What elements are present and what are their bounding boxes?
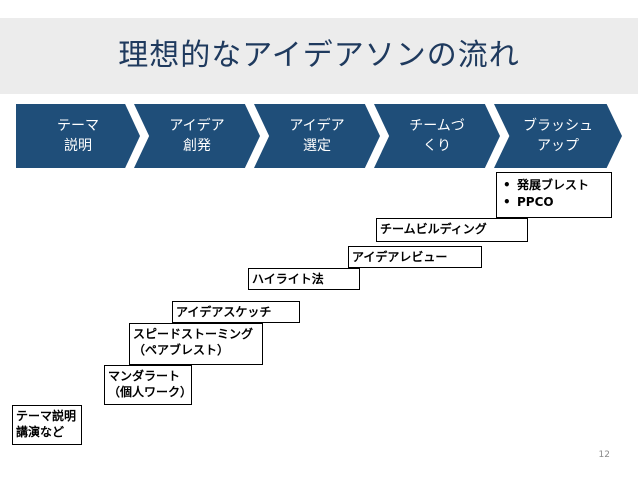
step-label-line1: アイデアスケッチ (176, 305, 272, 319)
step-label-line2: （ペアブレスト） (133, 343, 230, 357)
bullet-text: 発展ブレスト (517, 178, 590, 192)
chevron-label-line1: チームづ (409, 118, 465, 134)
page-number: 12 (598, 450, 610, 460)
chevron-label-line2: くり (423, 138, 451, 154)
step-label-line2: （個人ワーク） (108, 385, 193, 399)
bullet-marker: • (503, 195, 511, 209)
chevron-theme-explanation: テーマ 説明 (16, 104, 140, 168)
step-speed-storming: スピードストーミング （ペアブレスト） (129, 323, 263, 365)
step-idea-review: アイデアレビュー (348, 246, 482, 268)
step-theme-explanation: テーマ説明 講演など (12, 405, 82, 445)
bullet-text: PPCO (517, 195, 554, 209)
step-label-line1: マンダラート (108, 369, 181, 383)
chevron-label-line2: 選定 (303, 138, 331, 154)
step-team-building: チームビルディング (376, 218, 528, 242)
slide-title: 理想的なアイデアソンの流れ (118, 38, 520, 73)
step-label-line1: アイデアレビュー (352, 250, 448, 264)
chevron-label-line1: テーマ (57, 118, 99, 134)
chevron-label-line2: 説明 (64, 138, 92, 154)
chevron-team-building: チームづ くり (374, 104, 500, 168)
title-band: 理想的なアイデアソンの流れ (0, 18, 638, 94)
step-highlight-method: ハイライト法 (248, 268, 360, 290)
step-idea-sketch: アイデアスケッチ (172, 301, 300, 323)
step-label-line1: ハイライト法 (252, 272, 324, 286)
step-mandalart: マンダラート （個人ワーク） (104, 365, 192, 405)
bullet-item: • 発展ブレスト (503, 177, 605, 194)
bullet-marker: • (503, 178, 511, 192)
chevron-idea-selection: アイデア 選定 (254, 104, 380, 168)
step-label-line1: チームビルディング (380, 222, 487, 236)
chevron-label-line1: アイデア (169, 118, 225, 134)
chevron-label-line2: アップ (537, 138, 579, 154)
chevron-label-line1: アイデア (289, 118, 345, 134)
bullet-item: • PPCO (503, 194, 605, 211)
chevron-idea-creation: アイデア 創発 (134, 104, 260, 168)
chevron-label-line1: ブラッシュ (523, 118, 593, 134)
brush-up-bullets: • 発展ブレスト • PPCO (496, 172, 612, 218)
chevron-label-line2: 創発 (183, 138, 211, 154)
step-label-line1: テーマ説明 (16, 409, 77, 423)
process-chevrons: テーマ 説明 アイデア 創発 アイデア 選定 チームづ くり ブラッシュ アップ (0, 104, 638, 168)
step-label-line1: スピードストーミング (133, 327, 254, 341)
step-label-line2: 講演など (16, 425, 65, 439)
chevron-brush-up: ブラッシュ アップ (494, 104, 622, 168)
